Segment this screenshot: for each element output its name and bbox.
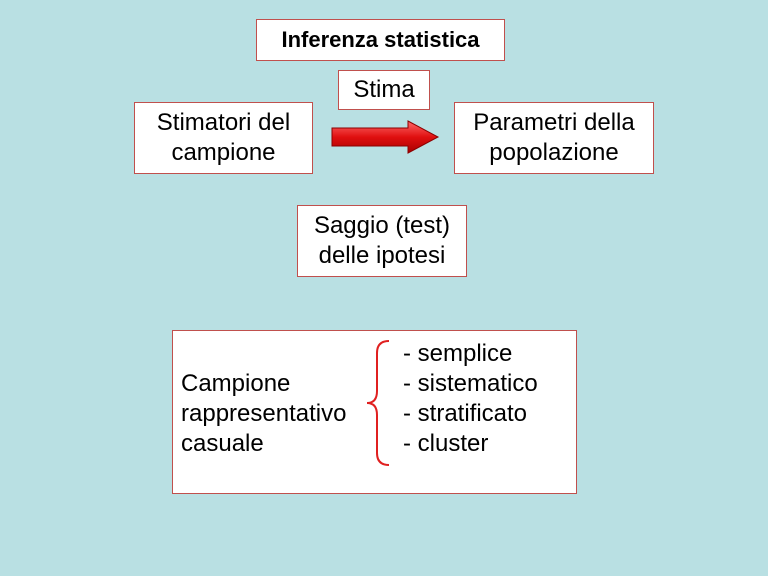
- estimation-label-box: Stima: [338, 70, 430, 110]
- hypothesis-test-text: Saggio (test) delle ipotesi: [313, 212, 451, 269]
- population-parameters-box: Parametri della popolazione: [454, 102, 654, 174]
- sample-box: Campione rappresentativo casuale - sempl…: [172, 330, 577, 494]
- estimation-label: Stima: [353, 76, 415, 103]
- sample-estimators-text: Stimatori del campione: [156, 109, 291, 166]
- sample-label: Campione rappresentativo casuale: [181, 370, 347, 457]
- list-item: - sistematico: [403, 370, 538, 397]
- population-parameters-text: Parametri della popolazione: [473, 109, 635, 166]
- list-item: - semplice: [403, 340, 513, 367]
- list-item: - cluster: [403, 430, 489, 457]
- hypothesis-test-box: Saggio (test) delle ipotesi: [297, 205, 467, 277]
- title-text: Inferenza statistica: [281, 27, 480, 52]
- title-box: Inferenza statistica: [256, 19, 505, 61]
- sample-estimators-box: Stimatori del campione: [134, 102, 313, 174]
- sample-types-list: - semplice - sistematico - stratificato …: [403, 339, 538, 459]
- list-item: - stratificato: [403, 400, 528, 427]
- curly-brace-icon: [366, 340, 390, 466]
- right-arrow-icon: [331, 120, 440, 154]
